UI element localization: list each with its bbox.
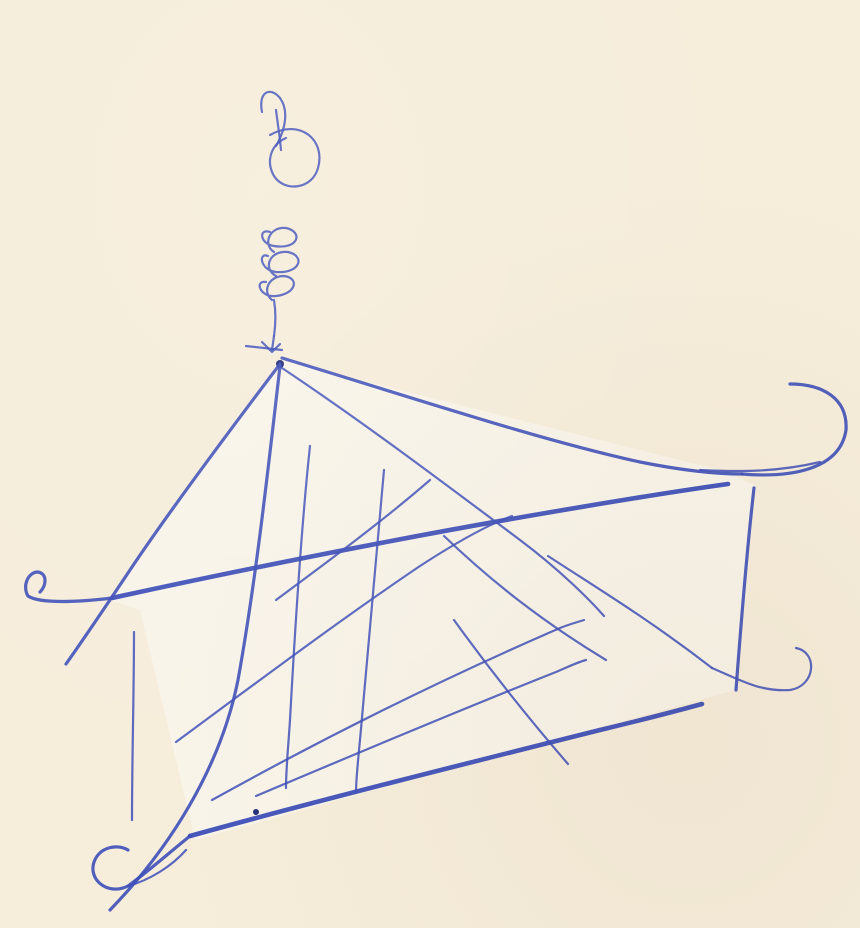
arrow-down-icon [246, 336, 282, 352]
left-vertical-edge [132, 632, 134, 820]
bottom-point [253, 809, 259, 815]
music-note-icon [261, 92, 319, 187]
left-hook-curl [26, 572, 112, 602]
right-hook-curl [742, 384, 846, 475]
coil-spring-icon [260, 228, 299, 336]
shaded-tarp-area [110, 360, 755, 840]
